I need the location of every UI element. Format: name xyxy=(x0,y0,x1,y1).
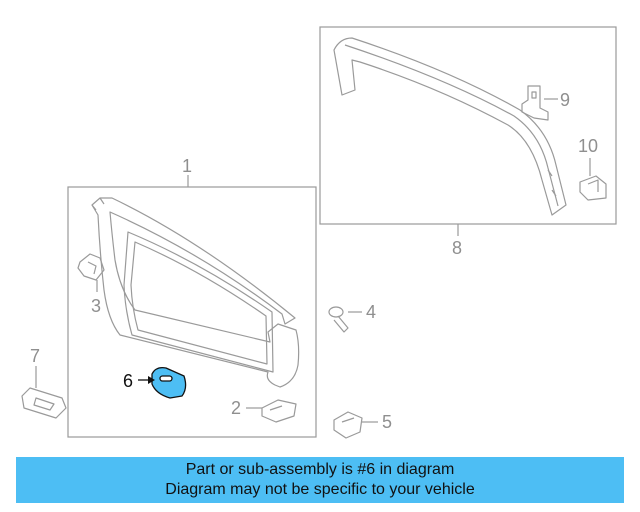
clip-part-3[interactable] xyxy=(77,253,105,281)
frame-trim-part-8[interactable] xyxy=(333,37,567,216)
cover-part-7[interactable] xyxy=(21,387,67,419)
parts-diagram: 1 8 9 10 3 4 xyxy=(21,26,617,439)
arrowhead-6 xyxy=(148,376,155,384)
callout-5[interactable]: 5 xyxy=(382,412,392,432)
callout-9[interactable]: 9 xyxy=(560,90,570,110)
bracket-part-9[interactable] xyxy=(521,85,549,121)
screw-part-4[interactable] xyxy=(328,306,349,333)
callout-3[interactable]: 3 xyxy=(91,296,101,316)
banner-line-1: Part or sub-assembly is #6 in diagram xyxy=(185,461,455,478)
nut-clip-part-5[interactable] xyxy=(333,411,363,439)
callout-2[interactable]: 2 xyxy=(231,398,241,418)
assembly-box-1 xyxy=(67,186,317,438)
clip-part-2[interactable] xyxy=(261,399,297,423)
highlighted-part-6[interactable] xyxy=(151,366,187,399)
callout-7[interactable]: 7 xyxy=(30,346,40,366)
assembly-box-8 xyxy=(319,26,617,225)
callout-10[interactable]: 10 xyxy=(578,136,598,156)
callout-1[interactable]: 1 xyxy=(182,156,192,176)
info-banner: Part or sub-assembly is #6 in diagram Di… xyxy=(16,457,624,503)
callout-8[interactable]: 8 xyxy=(452,238,462,258)
trim-panel-part-1[interactable] xyxy=(91,197,300,388)
banner-line-2: Diagram may not be specific to your vehi… xyxy=(165,481,475,498)
cap-part-10[interactable] xyxy=(579,175,607,201)
callout-4[interactable]: 4 xyxy=(366,302,376,322)
callout-6[interactable]: 6 xyxy=(123,371,133,391)
